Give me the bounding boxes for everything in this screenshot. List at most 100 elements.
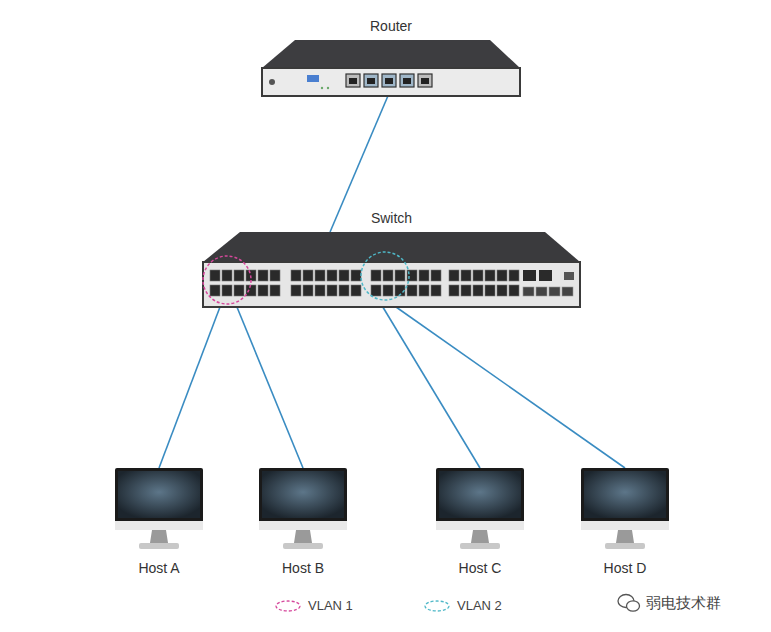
router-port-socket [349, 78, 357, 84]
switch-port [210, 270, 220, 281]
switch-port [315, 270, 325, 281]
switch-port [431, 270, 441, 281]
switch-port [497, 270, 507, 281]
monitor-drawing [436, 468, 524, 550]
vlan1-swatch [274, 599, 302, 613]
switch-port [339, 285, 349, 296]
device-label-holder: Host C [459, 559, 502, 577]
switch-port [473, 285, 483, 296]
switch-port [419, 270, 429, 281]
switch-port [473, 270, 483, 281]
monitor-chin [436, 521, 524, 530]
switch-front [203, 262, 580, 307]
monitor-bezel [581, 468, 669, 530]
switch-port [497, 285, 507, 296]
monitor-node: Host B [259, 468, 347, 550]
vlan2-ring [361, 252, 409, 300]
router-port [400, 74, 414, 87]
network-cable [159, 307, 220, 468]
switch-port [509, 285, 519, 296]
switch-port [234, 270, 244, 281]
device-label: Switch [371, 210, 412, 226]
monitor-node: Host D [581, 468, 669, 550]
switch-port [210, 285, 220, 296]
switch-port [509, 270, 519, 281]
sfp-port [536, 287, 547, 296]
switch-port [485, 270, 495, 281]
router-top [262, 40, 520, 68]
switch-port [327, 285, 337, 296]
legend-ring [425, 601, 449, 611]
legend-text: VLAN 2 [457, 598, 502, 613]
router-port-socket [367, 78, 375, 84]
watermark: 弱电技术群 [616, 592, 721, 614]
monitor-body [259, 468, 347, 549]
switch-port [246, 285, 256, 296]
watermark-text: 弱电技术群 [646, 594, 721, 613]
router-node: Router [262, 40, 520, 96]
router-led [321, 87, 323, 89]
switch-port [395, 270, 405, 281]
switch-port [351, 285, 361, 296]
network-cable [396, 307, 625, 468]
monitor-screen [262, 471, 344, 518]
switch-port [291, 285, 301, 296]
uplink-port [539, 270, 552, 281]
monitor-screen [118, 471, 200, 518]
switch-port [371, 270, 381, 281]
router-port [418, 74, 432, 87]
switch-top [203, 232, 580, 262]
legend-entry: VLAN 1 [274, 598, 353, 613]
switch-port [270, 285, 280, 296]
switch-port [291, 270, 301, 281]
sfp-port [549, 287, 560, 296]
uplink-port [523, 270, 536, 281]
switch-port [461, 285, 471, 296]
monitor-drawing [581, 468, 669, 550]
switch-port [431, 285, 441, 296]
router-front [262, 68, 520, 96]
switch-port [222, 285, 232, 296]
router-port [346, 74, 360, 87]
legend-entry: VLAN 2 [423, 598, 502, 613]
monitor-bezel [436, 468, 524, 530]
switch-port [258, 285, 268, 296]
switch-body [203, 232, 580, 307]
device-label-holder: Host B [282, 559, 324, 577]
monitor-drawing [115, 468, 203, 550]
switch-port [315, 285, 325, 296]
switch-port [461, 270, 471, 281]
switch-port [351, 270, 361, 281]
monitor-chin [115, 521, 203, 530]
sfp-port [523, 287, 534, 296]
device-label-holder: Host A [138, 559, 179, 577]
device-label-holder: Switch [371, 209, 412, 227]
switch-port [383, 285, 393, 296]
switch-logo [564, 272, 574, 280]
router-logo [269, 79, 275, 85]
switch-port [234, 285, 244, 296]
router-port-socket [421, 78, 429, 84]
network-cable [237, 307, 303, 468]
router-drawing [262, 40, 520, 96]
monitor-base [283, 543, 323, 549]
router-led [327, 87, 329, 89]
monitor-neck [294, 530, 312, 543]
wechat-icon [616, 592, 642, 614]
switch-port [339, 270, 349, 281]
router-port-socket [403, 78, 411, 84]
switch-port [270, 270, 280, 281]
vlan1-ring [203, 256, 251, 304]
legend-text: VLAN 1 [308, 598, 353, 613]
monitor-bezel [259, 468, 347, 530]
router-port [382, 74, 396, 87]
switch-port [485, 285, 495, 296]
monitor-screen [439, 471, 521, 518]
monitor-base [605, 543, 645, 549]
monitor-neck [150, 530, 168, 543]
monitor-chin [259, 521, 347, 530]
monitor-drawing [259, 468, 347, 550]
monitor-body [115, 468, 203, 549]
monitor-body [436, 468, 524, 549]
